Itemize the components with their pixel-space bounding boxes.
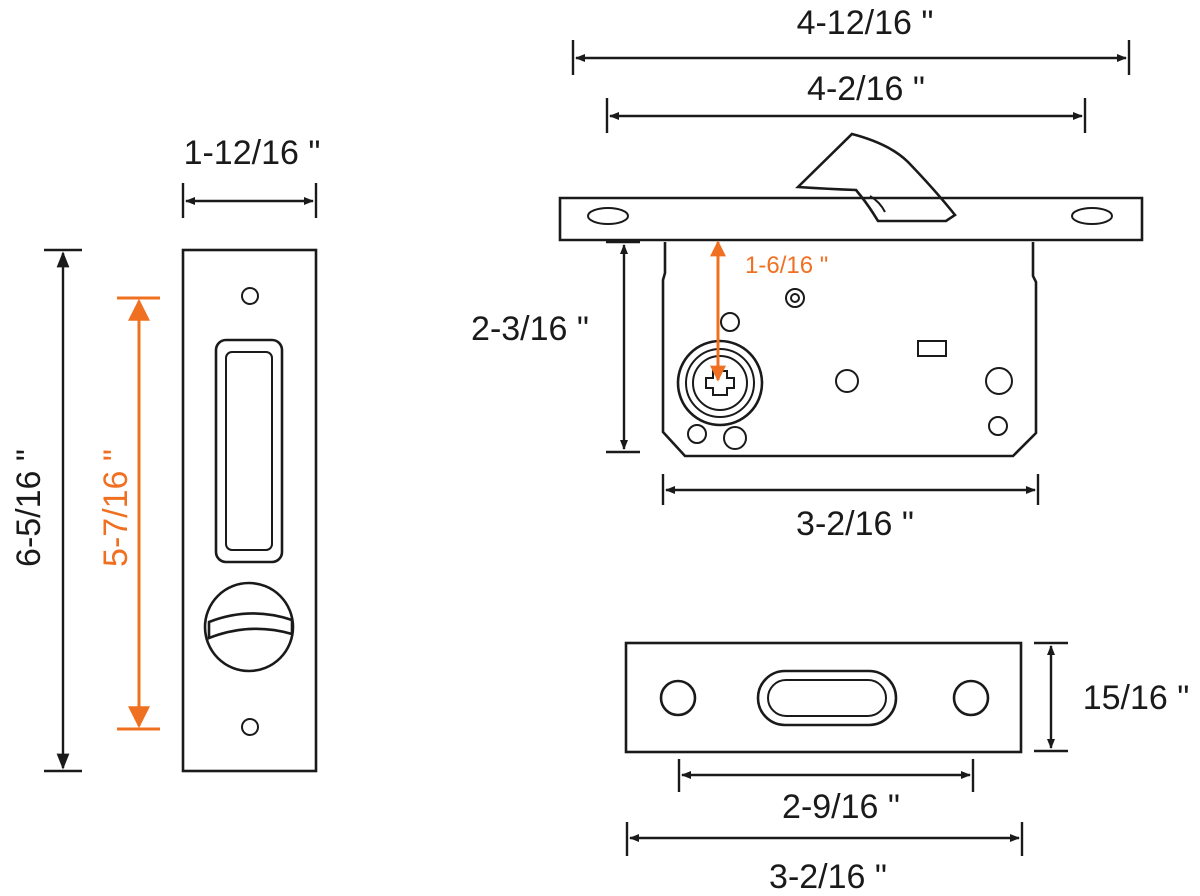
strike-hole-right xyxy=(952,679,990,717)
latch-body-height-label: 2-3/16 " xyxy=(471,310,589,348)
privacy-turn-icon xyxy=(203,581,295,673)
turn-slot-icon xyxy=(207,612,294,640)
body-hole-3 xyxy=(985,367,1013,395)
body-slot xyxy=(917,340,947,357)
strike-width-label: 3-2/16 " xyxy=(769,858,887,896)
faceplate-screw-hole-top xyxy=(241,287,259,305)
spindle-outer-ring xyxy=(676,339,764,427)
faceplate-screw-hole-bottom xyxy=(241,718,259,736)
latch-faceplate-width-label: 4-2/16 " xyxy=(807,70,925,108)
spindle-inner-ring xyxy=(685,348,755,418)
latch-faceplate-hole-right xyxy=(1071,207,1113,225)
body-rivet-1 xyxy=(785,288,805,308)
finger-pull-inner xyxy=(225,351,273,551)
strike-plate-view: 15/16 " 2-9/16 " 3-2/16 " xyxy=(624,641,1190,896)
latch-body-width-label: 3-2/16 " xyxy=(796,505,914,543)
faceplate-height-label: 6-5/16 " xyxy=(10,449,48,567)
latch-faceplate xyxy=(558,196,1144,242)
latch-faceplate-hole-left xyxy=(587,207,629,225)
faceplate-outline xyxy=(181,248,318,773)
latch-total-width-label: 4-12/16 " xyxy=(797,4,934,42)
strike-slot xyxy=(756,669,898,727)
body-hole-5 xyxy=(687,424,707,444)
strike-hole-spacing-label: 2-9/16 " xyxy=(782,788,900,826)
strike-hole-left xyxy=(659,679,697,717)
finger-pull-recess xyxy=(214,338,284,564)
hook-latch xyxy=(795,132,957,223)
pull-height-label: 5-7/16 " xyxy=(97,449,135,567)
strike-plate-outline xyxy=(624,641,1023,754)
backset-label: 1-6/16 " xyxy=(745,252,828,279)
body-hole-4 xyxy=(988,416,1008,436)
faceplate-view: 1-12/16 " 6-5/16 " 5-7/16 " xyxy=(10,134,321,773)
body-hole-1 xyxy=(720,312,740,332)
latch-body xyxy=(661,242,1038,458)
strike-height-label: 15/16 " xyxy=(1083,679,1190,717)
phillips-screw-icon xyxy=(705,370,735,396)
faceplate-width-label: 1-12/16 " xyxy=(184,134,321,172)
body-hole-2 xyxy=(835,369,859,393)
latch-view: 4-12/16 " 4-2/16 " 2-3/16 " 1-6/16 " 3-2… xyxy=(471,4,1144,543)
body-hole-6 xyxy=(723,426,747,450)
